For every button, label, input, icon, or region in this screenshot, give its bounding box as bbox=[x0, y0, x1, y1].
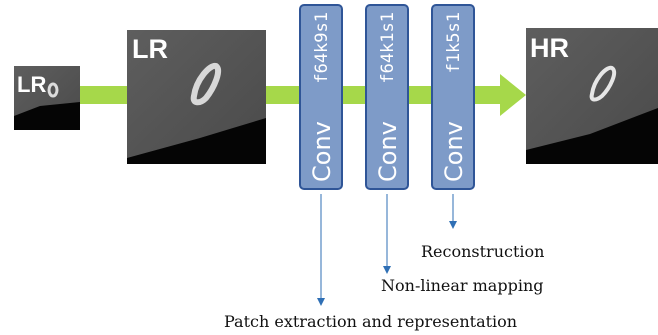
conv-layer-1-op: Conv bbox=[308, 121, 336, 182]
conv-layer-2-op: Conv bbox=[374, 121, 402, 182]
lr-label: LR bbox=[132, 34, 168, 64]
conv-layer-3: f1k5s1 Conv bbox=[431, 4, 475, 190]
hr-label: HR bbox=[530, 33, 569, 63]
conv-layer-1: f64k9s1 Conv bbox=[299, 4, 343, 190]
conv-layer-2: f64k1s1 Conv bbox=[365, 4, 409, 190]
conv-layer-3-op: Conv bbox=[440, 121, 468, 182]
hr-image: HR bbox=[526, 28, 658, 164]
lr-small-image: LR bbox=[14, 66, 80, 130]
lr-small-label: LR bbox=[17, 72, 46, 97]
conv-layer-2-spec: f64k1s1 bbox=[378, 12, 398, 84]
conv-layer-3-spec: f1k5s1 bbox=[444, 12, 464, 73]
lr-image: LR bbox=[127, 30, 266, 164]
caption-non-linear-mapping: Non-linear mapping bbox=[381, 276, 543, 295]
caption-reconstruction: Reconstruction bbox=[421, 242, 544, 261]
caption-patch-extraction: Patch extraction and representation bbox=[224, 312, 517, 331]
conv-layer-1-spec: f64k9s1 bbox=[312, 12, 332, 84]
